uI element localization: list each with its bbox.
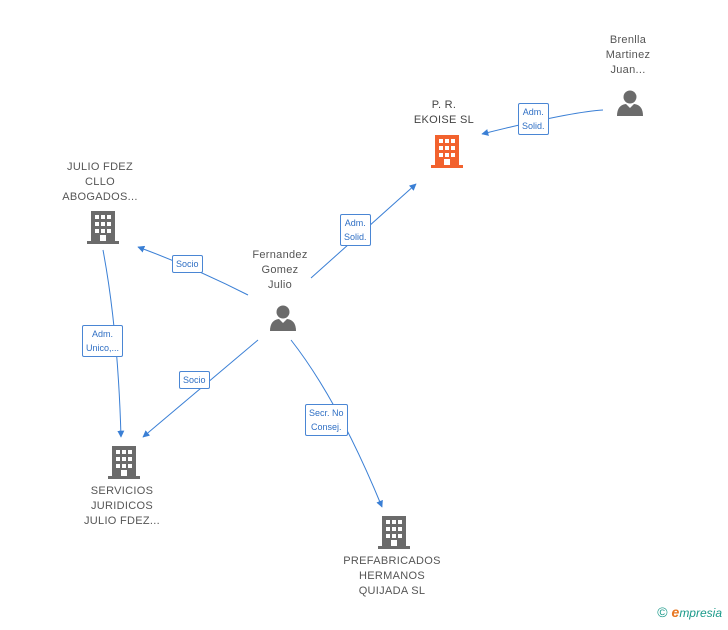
edge-label-brenlla-pr: Adm. Solid.	[518, 103, 549, 135]
edge-label-line: Adm.	[522, 107, 544, 117]
node-label-line: ABOGADOS...	[62, 191, 138, 203]
node-label-line: Julio	[267, 279, 293, 291]
person-icon-fernandez-gomez[interactable]	[268, 303, 298, 333]
node-label-line: P. R.	[431, 99, 457, 111]
node-label-line: JULIO FDEZ...	[83, 515, 161, 527]
node-label-line: Brenlla	[609, 34, 647, 46]
node-label-servicios[interactable]: SERVICIOS JURIDICOS JULIO FDEZ...	[70, 484, 174, 529]
node-label-brenlla[interactable]: Brenlla Martinez Juan...	[588, 33, 668, 78]
empresia-logo[interactable]: ©empresia	[657, 604, 722, 620]
building-icon-pr-ekoise[interactable]	[430, 133, 464, 169]
node-label-line: JURIDICOS	[91, 500, 153, 512]
edge-label-line: Adm.	[344, 218, 366, 228]
edge-label-line: Unico,...	[86, 343, 120, 353]
building-icon-prefabricados[interactable]	[377, 514, 411, 550]
copyright-icon: ©	[657, 604, 668, 620]
edge-label-fernandez-pr: Adm. Solid.	[340, 214, 371, 246]
node-label-line: HERMANOS	[359, 570, 425, 582]
edge-label-line: Socio	[183, 375, 206, 385]
node-label-line: EKOISE SL	[413, 114, 475, 126]
edge-label-line: Secr. No	[309, 408, 344, 418]
edge-label-fernandez-servicios: Socio	[179, 371, 210, 389]
edge-label-julio-servicios: Adm. Unico,...	[82, 325, 124, 357]
node-label-julio-fdez-cllo[interactable]: JULIO FDEZ CLLO ABOGADOS...	[50, 160, 150, 205]
node-label-prefabricados[interactable]: PREFABRICADOS HERMANOS QUIJADA SL	[334, 554, 450, 599]
edge-label-fernandez-prefab: Secr. No Consej.	[305, 404, 348, 436]
edge-label-line: Consej.	[311, 422, 342, 432]
node-label-line: Gomez	[261, 264, 299, 276]
node-label-line: SERVICIOS	[90, 485, 154, 497]
node-label-pr-ekoise[interactable]: P. R. EKOISE SL	[394, 98, 494, 128]
node-label-line: Martinez	[605, 49, 651, 61]
logo-initial: e	[671, 604, 680, 620]
node-label-line: Fernandez	[252, 249, 308, 261]
node-label-line: CLLO	[85, 176, 115, 188]
edge-label-line: Socio	[176, 259, 199, 269]
building-icon-servicios[interactable]	[107, 444, 141, 480]
logo-text: mpresia	[679, 606, 722, 620]
node-label-line: Juan...	[610, 64, 646, 76]
edge-label-line: Adm.	[92, 329, 114, 339]
node-label-line: QUIJADA SL	[358, 585, 426, 597]
edge-brenlla-to-pr-ekoise	[481, 109, 604, 136]
node-label-fernandez-gomez[interactable]: Fernandez Gomez Julio	[240, 248, 320, 293]
edge-label-line: Solid.	[522, 121, 545, 131]
edge-label-fernandez-julio: Socio	[172, 255, 203, 273]
person-icon-brenlla[interactable]	[615, 88, 645, 118]
node-label-line: JULIO FDEZ	[67, 161, 133, 173]
node-label-line: PREFABRICADOS	[343, 555, 441, 567]
building-icon-julio-fdez-cllo[interactable]	[86, 209, 120, 245]
edge-label-line: Solid.	[344, 232, 367, 242]
